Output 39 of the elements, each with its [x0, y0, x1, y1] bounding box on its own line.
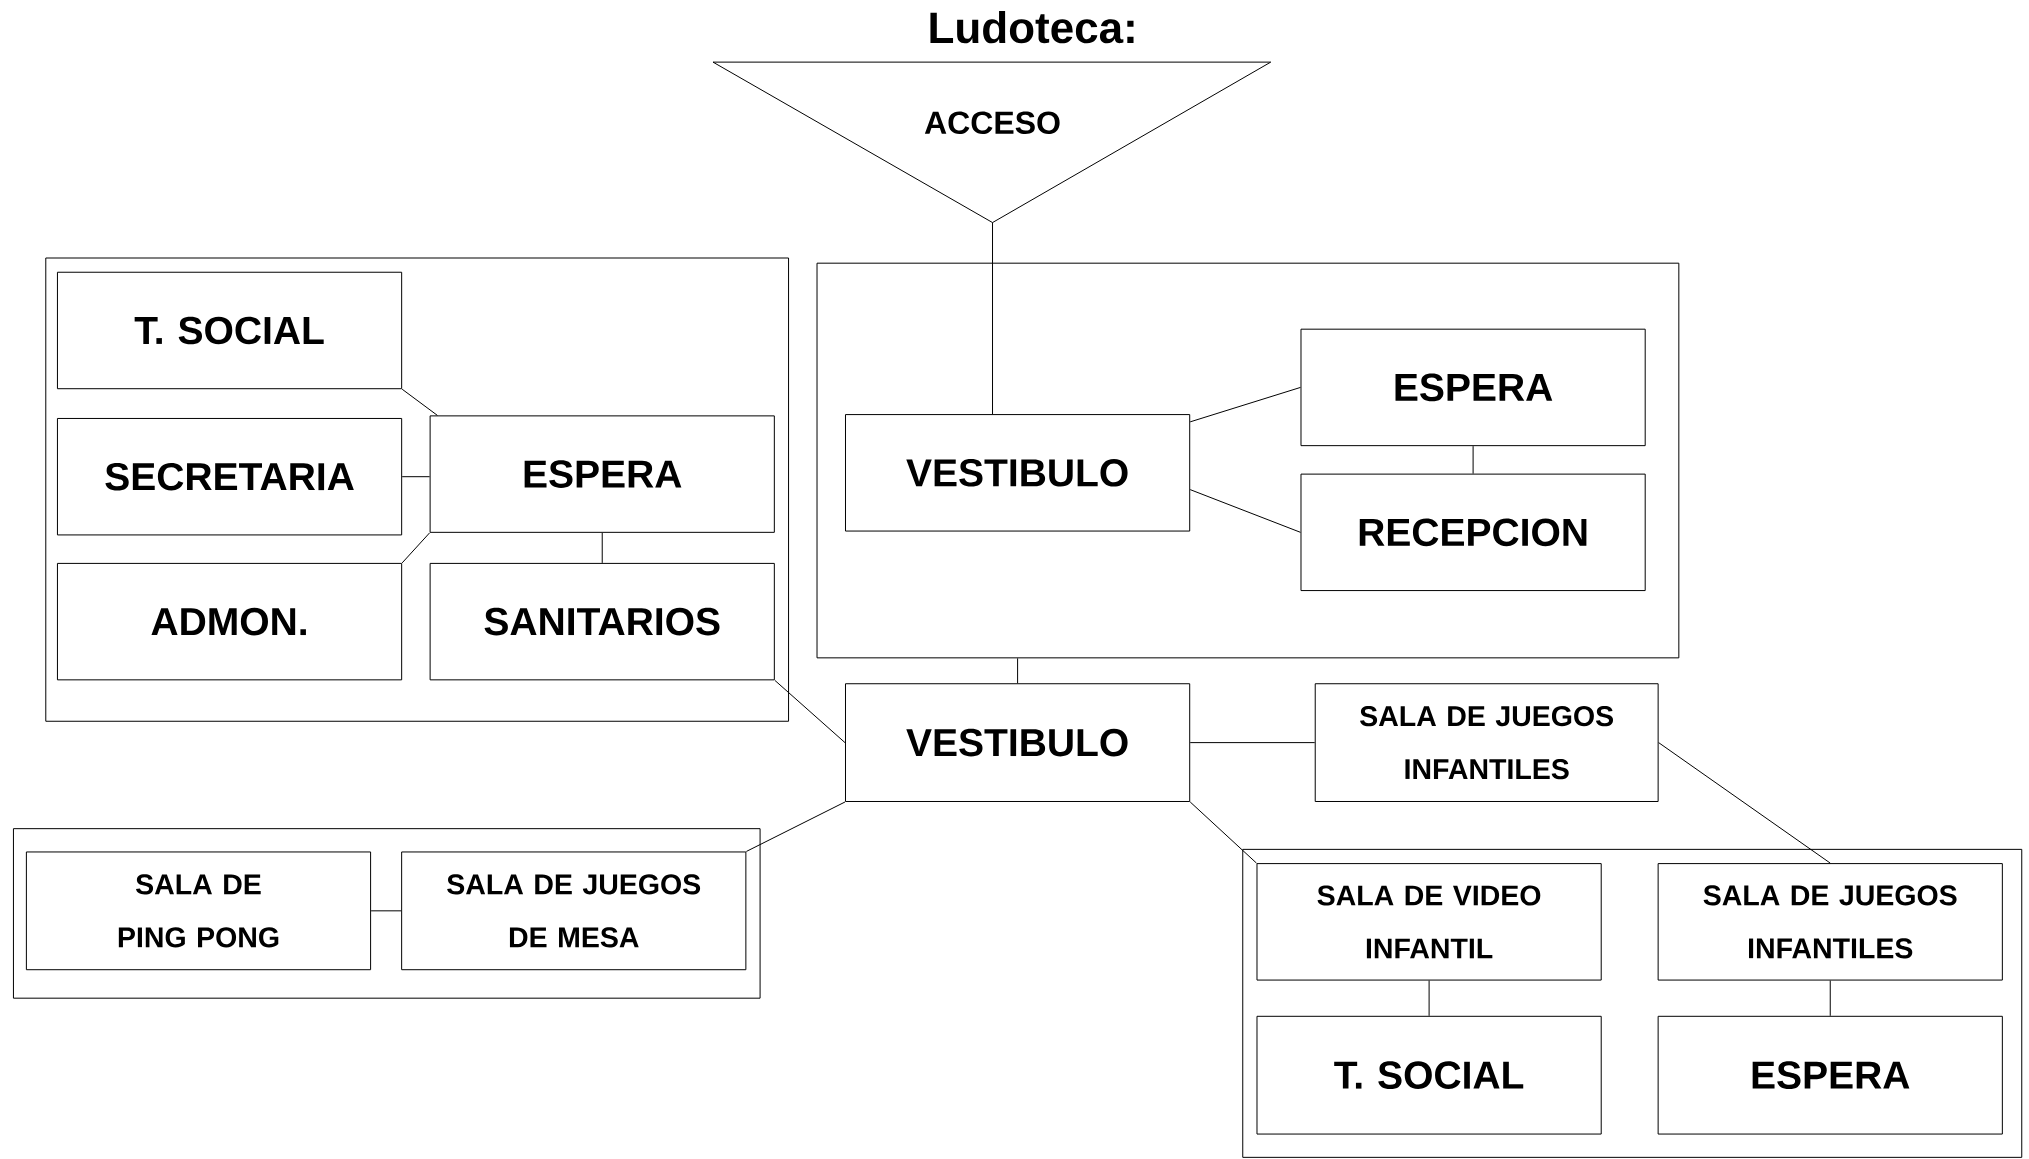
- entrance-triangle: ACCESO: [712, 61, 1272, 223]
- connector-line: [1189, 801, 1257, 864]
- room-box: VESTIBULO: [845, 413, 1191, 532]
- connector-line: [401, 388, 438, 416]
- connector-line: [1428, 979, 1430, 1017]
- connector-line: [1189, 386, 1301, 423]
- room-box: SALA DE JUEGOS INFANTILES: [1314, 683, 1659, 802]
- connector-line: [1189, 488, 1301, 533]
- room-box: ESPERA: [1657, 1015, 2003, 1135]
- group-frame: [45, 257, 790, 722]
- title: Ludoteca:: [930, 10, 1134, 44]
- room-box: SALA DE JUEGOS INFANTILES: [1657, 862, 2003, 981]
- connector-line: [1829, 979, 1831, 1017]
- connector-line: [774, 679, 846, 743]
- room-box: VESTIBULO: [845, 683, 1191, 802]
- group-frame: [1242, 848, 2023, 1158]
- connector-line: [601, 532, 603, 564]
- room-box: ESPERA: [1300, 328, 1646, 446]
- room-box: SALA DE JUEGOS DE MESA: [401, 851, 747, 970]
- group-frame: [816, 262, 1680, 659]
- room-box: SALA DE PING PONG: [25, 851, 372, 970]
- room-box: SANITARIOS: [429, 562, 775, 681]
- connector-line: [401, 532, 431, 564]
- connector-line: [401, 476, 431, 477]
- connector-line: [370, 910, 402, 912]
- connector-line: [992, 221, 993, 415]
- connector-line: [1189, 741, 1316, 743]
- room-box: T. SOCIAL: [1256, 1015, 1602, 1135]
- connector-line: [1017, 657, 1019, 684]
- room-box: SECRETARIA: [56, 417, 403, 536]
- room-box: RECEPCION: [1300, 473, 1646, 591]
- connector-line: [1658, 741, 1831, 864]
- room-box: T. SOCIAL: [56, 271, 403, 389]
- room-box: SALA DE VIDEO INFANTIL: [1256, 862, 1602, 981]
- room-box: ADMON.: [56, 562, 403, 681]
- connector-line: [1472, 445, 1474, 474]
- connector-line: [745, 801, 846, 852]
- group-frame: [12, 827, 761, 999]
- room-box: ESPERA: [429, 415, 775, 533]
